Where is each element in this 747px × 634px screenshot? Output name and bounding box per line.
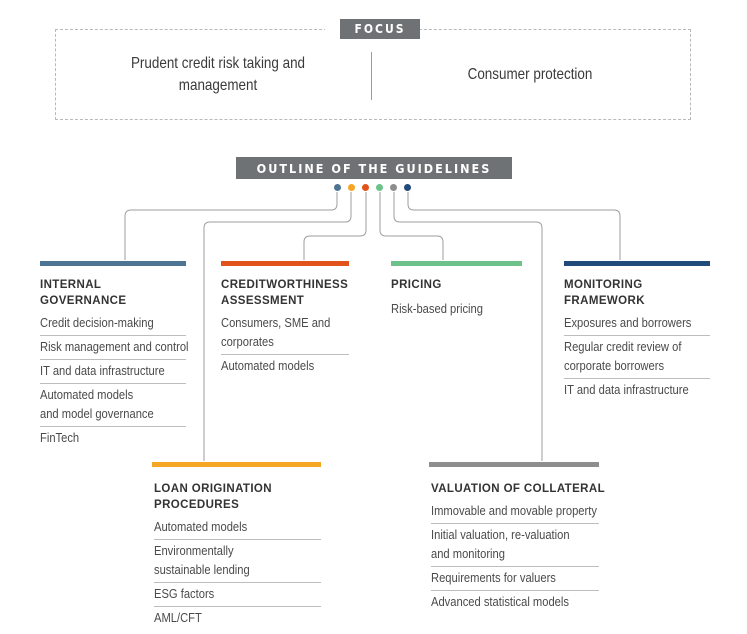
monitoring-bar (564, 261, 710, 266)
divider (154, 606, 321, 607)
divider (40, 383, 186, 384)
dot-navy (404, 184, 411, 191)
focus-left-line2: management (178, 76, 258, 94)
internal-governance-title-line1: INTERNAL (40, 279, 102, 291)
divider (431, 566, 599, 567)
dot-orange (348, 184, 355, 191)
creditworthiness-title-line1: CREDITWORTHINESS (221, 279, 349, 291)
connector-pricing (379, 192, 444, 260)
internal-governance-item-2: Risk management and control (40, 339, 189, 354)
dot-gray (390, 184, 397, 191)
monitoring-item-2a: Regular credit review of (564, 339, 682, 354)
internal-governance-item-4b: and model governance (40, 406, 154, 421)
creditworthiness-item-1a: Consumers, SME and (221, 315, 331, 330)
divider (431, 590, 599, 591)
divider (40, 335, 186, 336)
internal-governance-item-5: FinTech (40, 430, 80, 445)
connector-internal-governance (124, 192, 338, 260)
connector-creditworthiness (303, 192, 367, 260)
loan-origination-title-line2: PROCEDURES (154, 498, 240, 511)
dot-red-orange (362, 184, 369, 191)
outline-badge: OUTLINE OF THE GUIDELINES (236, 157, 512, 179)
monitoring-title: MONITORING FRAMEWORK (564, 278, 645, 309)
valuation-item-4: Advanced statistical models (431, 594, 569, 609)
divider (40, 359, 186, 360)
monitoring-title-line1: MONITORING (564, 279, 643, 291)
internal-governance-title-line2: GOVERNANCE (40, 294, 127, 307)
connector-monitoring (407, 192, 621, 260)
internal-governance-item-4a: Automated models (40, 387, 134, 402)
connector-loan-origination (203, 192, 352, 461)
divider (564, 335, 710, 336)
loan-origination-item-1: Automated models (154, 519, 248, 534)
monitoring-item-1: Exposures and borrowers (564, 315, 692, 330)
focus-divider (371, 52, 372, 100)
creditworthiness-title: CREDITWORTHINESS ASSESSMENT (221, 278, 348, 309)
creditworthiness-item-1b: corporates (221, 334, 274, 349)
divider (564, 378, 710, 379)
valuation-bar (429, 462, 599, 467)
valuation-item-1: Immovable and movable property (431, 503, 597, 518)
monitoring-item-3: IT and data infrastructure (564, 382, 689, 397)
loan-origination-item-2a: Environmentally (154, 543, 234, 558)
monitoring-item-2b: corporate borrowers (564, 358, 665, 373)
internal-governance-bar (40, 261, 186, 266)
dot-blue (334, 184, 341, 191)
pricing-bar (391, 261, 522, 266)
divider (154, 582, 321, 583)
divider (154, 539, 321, 540)
creditworthiness-title-line2: ASSESSMENT (221, 294, 305, 307)
loan-origination-item-3: ESG factors (154, 586, 215, 601)
focus-consumer-protection: Consumer protection (467, 66, 593, 83)
divider (40, 426, 186, 427)
creditworthiness-bar (221, 261, 349, 266)
creditworthiness-item-2: Automated models (221, 358, 315, 373)
connector-valuation (393, 192, 543, 461)
focus-left-line1: Prudent credit risk taking and (130, 55, 306, 72)
internal-governance-item-3: IT and data infrastructure (40, 363, 165, 378)
divider (221, 354, 349, 355)
loan-origination-bar (152, 462, 321, 467)
loan-origination-item-4: AML/CFT (154, 610, 202, 625)
pricing-item-1: Risk-based pricing (391, 301, 483, 316)
pricing-title: PRICING (391, 279, 442, 291)
focus-prudent-credit: Prudent credit risk taking and managemen… (100, 53, 335, 96)
valuation-item-2a: Initial valuation, re-valuation (431, 527, 570, 542)
loan-origination-item-2b: sustainable lending (154, 562, 250, 577)
focus-badge: FOCUS (340, 19, 420, 39)
loan-origination-title: LOAN ORIGINATION PROCEDURES (154, 482, 272, 513)
valuation-item-2b: and monitoring (431, 546, 505, 561)
monitoring-title-line2: FRAMEWORK (564, 294, 645, 307)
internal-governance-item-1: Credit decision-making (40, 315, 154, 330)
valuation-item-3: Requirements for valuers (431, 570, 556, 585)
internal-governance-title: INTERNAL GOVERNANCE (40, 278, 126, 309)
valuation-title: VALUATION OF COLLATERAL (431, 483, 606, 495)
divider (431, 523, 599, 524)
dot-green (376, 184, 383, 191)
loan-origination-title-line1: LOAN ORIGINATION (154, 483, 272, 495)
